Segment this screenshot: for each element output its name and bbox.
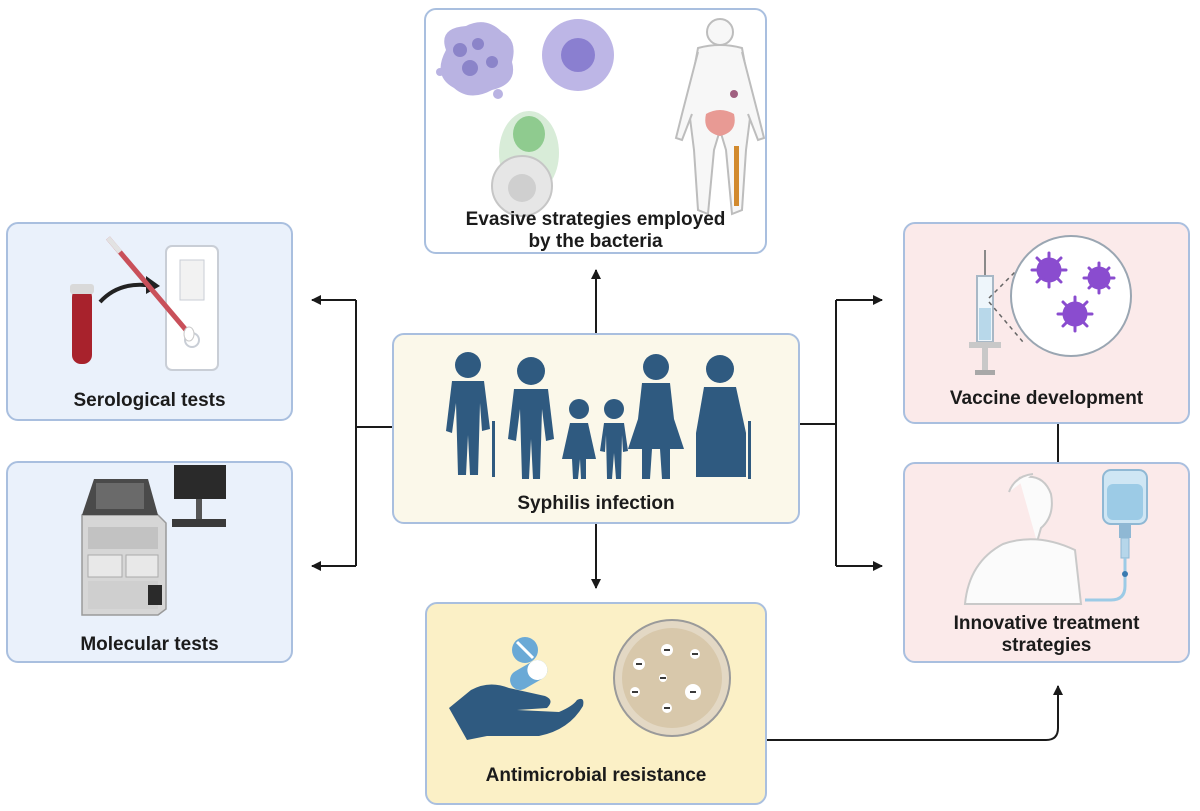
node-molecular-tests: Molecular tests	[6, 461, 293, 663]
syringe-virus-icon	[969, 235, 1132, 375]
molecular-label: Molecular tests	[80, 634, 219, 655]
hand-pills-petri-dish-icon	[449, 619, 731, 740]
patient-iv-drip-icon	[963, 469, 1148, 605]
family-people-icon	[446, 352, 751, 479]
blood-tube-rapid-test-icon	[70, 236, 219, 371]
immune-cells-human-body-icon	[436, 18, 766, 217]
evasive-label-line1: Evasive strategies employed	[465, 209, 726, 230]
node-antimicrobial-resistance: Antimicrobial resistance	[425, 602, 767, 805]
treatment-label-line2: strategies	[1001, 635, 1092, 656]
node-syphilis-infection: Syphilis infection	[392, 333, 800, 524]
treatment-label-line1: Innovative treatment	[953, 613, 1140, 634]
node-serological-tests: Serological tests	[6, 222, 293, 421]
serological-label: Serological tests	[73, 390, 226, 411]
pcr-lab-instrument-icon	[81, 465, 226, 616]
node-innovative-treatment: Innovative treatment strategies	[903, 462, 1190, 663]
evasive-label-line2: by the bacteria	[528, 231, 663, 252]
node-vaccine-development: Vaccine development	[903, 222, 1190, 424]
vaccine-label: Vaccine development	[949, 388, 1144, 409]
syphilis-label: Syphilis infection	[517, 493, 675, 514]
amr-label: Antimicrobial resistance	[485, 765, 707, 786]
node-evasive-strategies: Evasive strategies employed by the bacte…	[424, 8, 767, 254]
arrow-amr-to-treatment	[767, 685, 1063, 741]
